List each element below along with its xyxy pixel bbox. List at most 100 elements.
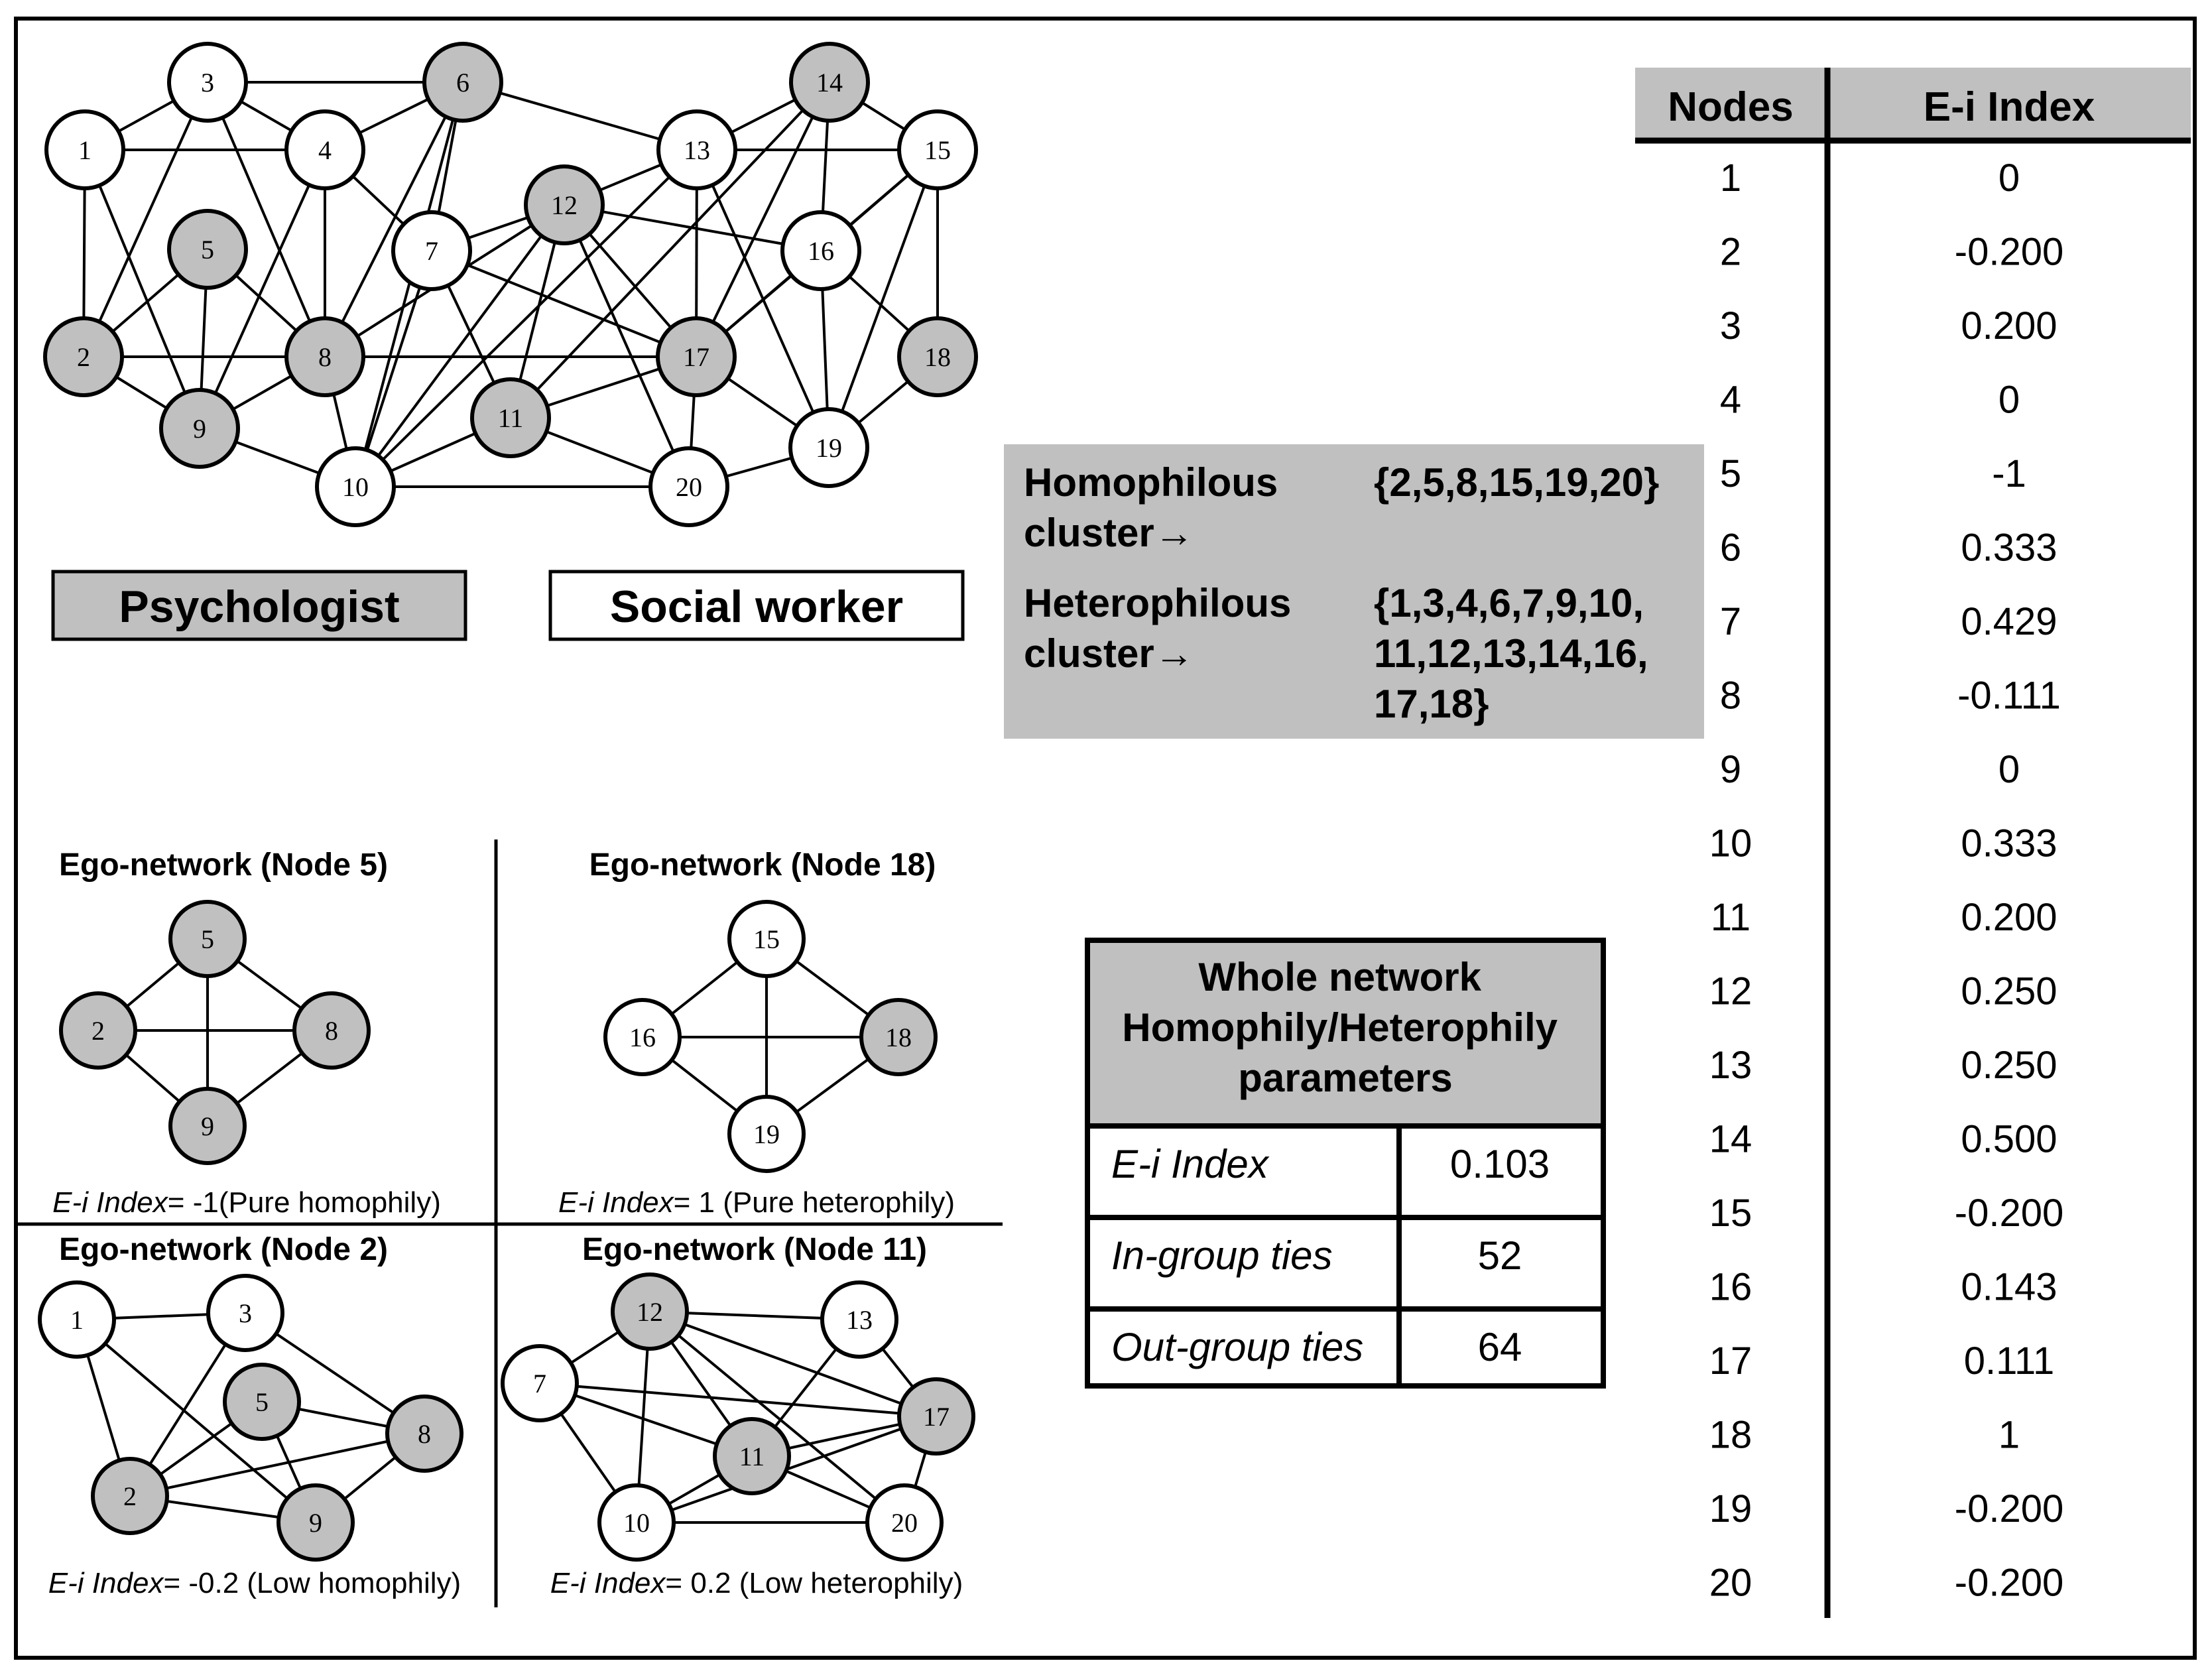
network-node-5: 5 <box>168 900 247 978</box>
figure-border <box>14 17 2197 1660</box>
network-node-20: 20 <box>648 446 729 527</box>
node-label: 11 <box>739 1442 765 1471</box>
ego-title-node-5: Ego-network (Node 5) <box>59 847 388 883</box>
node-label: 8 <box>325 1016 338 1046</box>
network-node-15: 15 <box>897 109 978 190</box>
node-circle <box>656 109 737 190</box>
ei-table-node-cell: 4 <box>1720 379 1741 422</box>
graph-edge <box>649 1310 937 1418</box>
ei-table-node-cell: 20 <box>1709 1562 1752 1605</box>
node-circle <box>167 42 248 123</box>
network-node-16: 16 <box>603 998 682 1076</box>
network-node-4: 4 <box>284 109 365 190</box>
node-circle <box>713 1417 791 1495</box>
ei-table-value-cell: 0.500 <box>1961 1118 2057 1161</box>
ei-table-value-cell: 0 <box>1998 748 2020 791</box>
node-circle <box>820 1280 898 1359</box>
ei-table-value-cell: -0.200 <box>1955 1562 2063 1605</box>
node-label: 10 <box>342 472 369 502</box>
graph-edge <box>648 1310 906 1524</box>
node-circle <box>91 1457 169 1535</box>
network-node-5: 5 <box>167 209 248 290</box>
network-node-20: 20 <box>865 1483 944 1562</box>
network-node-9: 9 <box>159 388 240 469</box>
ei-table-header-bg <box>1635 68 2191 141</box>
node-label: 15 <box>924 135 951 165</box>
node-label: 17 <box>923 1402 950 1432</box>
ei-table-value-cell: 0.250 <box>1961 1044 2057 1087</box>
node-circle <box>865 1483 944 1562</box>
node-circle <box>38 1280 116 1359</box>
network-node-5: 5 <box>223 1363 301 1441</box>
node-label: 19 <box>816 433 842 463</box>
ei-table-value-cell: 0.333 <box>1961 527 2057 570</box>
ei-table-value-cell: -1 <box>1992 452 2026 495</box>
ei-table-node-cell: 6 <box>1720 527 1741 570</box>
node-label: 9 <box>201 1111 214 1141</box>
graph-edge <box>354 149 698 488</box>
network-node-8: 8 <box>385 1395 463 1473</box>
graph-edge <box>539 1382 937 1418</box>
network-node-9: 9 <box>168 1087 247 1165</box>
node-label: 4 <box>318 135 332 165</box>
network-node-17: 17 <box>656 316 737 397</box>
node-label: 6 <box>456 68 469 97</box>
node-circle <box>501 1344 579 1422</box>
node-label: 7 <box>425 236 438 266</box>
ei-table-value-cell: 0.200 <box>1961 304 2057 347</box>
node-circle <box>391 210 472 291</box>
graph-edge <box>563 204 690 487</box>
node-label: 12 <box>637 1297 663 1327</box>
ego-title-node-11: Ego-network (Node 11) <box>582 1232 927 1267</box>
ei-table-value-cell: 0.143 <box>1961 1266 2057 1309</box>
whole-network-row-value: 0.103 <box>1450 1142 1550 1186</box>
node-circle <box>284 109 365 190</box>
ei-table-node-cell: 7 <box>1720 600 1741 643</box>
ei-table-header-ei: E-i Index <box>1924 84 2095 130</box>
node-label: 20 <box>891 1508 918 1538</box>
node-circle <box>284 316 365 397</box>
network-node-1: 1 <box>38 1280 116 1359</box>
ei-table-value-cell: 0.111 <box>1964 1339 2055 1383</box>
graph-edge <box>84 149 201 429</box>
ei-table-header-nodes: Nodes <box>1668 84 1793 130</box>
ei-table-value-cell: -0.200 <box>1955 1487 2063 1530</box>
network-node-19: 19 <box>727 1095 806 1173</box>
network-node-2: 2 <box>91 1457 169 1535</box>
node-label: 5 <box>201 235 214 265</box>
node-circle <box>897 109 978 190</box>
node-circle <box>727 900 806 978</box>
node-circle <box>597 1483 676 1562</box>
network-node-17: 17 <box>897 1377 975 1456</box>
ei-table-node-cell: 10 <box>1709 822 1752 865</box>
ei-table-value-cell: -0.111 <box>1957 674 2061 717</box>
node-label: 16 <box>808 236 834 266</box>
graph-edge <box>76 1318 317 1524</box>
cluster-box-background <box>1004 444 1704 739</box>
node-circle <box>859 998 938 1076</box>
graph-edge <box>354 204 566 488</box>
whole-network-row-label: In-group ties <box>1111 1233 1333 1278</box>
node-label: 2 <box>92 1016 105 1046</box>
graph-edge <box>431 249 697 358</box>
ego-network-dividers <box>17 839 1003 1607</box>
legend-psychologist-box <box>51 570 467 641</box>
node-circle <box>315 446 396 527</box>
node-circle <box>168 1087 247 1165</box>
ei-table-node-cell: 8 <box>1720 674 1741 717</box>
legend: Psychologist Social worker <box>51 570 965 641</box>
graph-edge <box>206 82 326 357</box>
node-circle <box>159 388 240 469</box>
node-label: 8 <box>318 342 332 372</box>
ei-table-value-cell: 0 <box>1998 379 2020 422</box>
network-node-12: 12 <box>611 1272 689 1351</box>
whole-network-table: Whole network Homophily/Heterophily para… <box>1085 938 1606 1389</box>
node-label: 20 <box>676 472 702 502</box>
node-label: 9 <box>309 1508 322 1538</box>
